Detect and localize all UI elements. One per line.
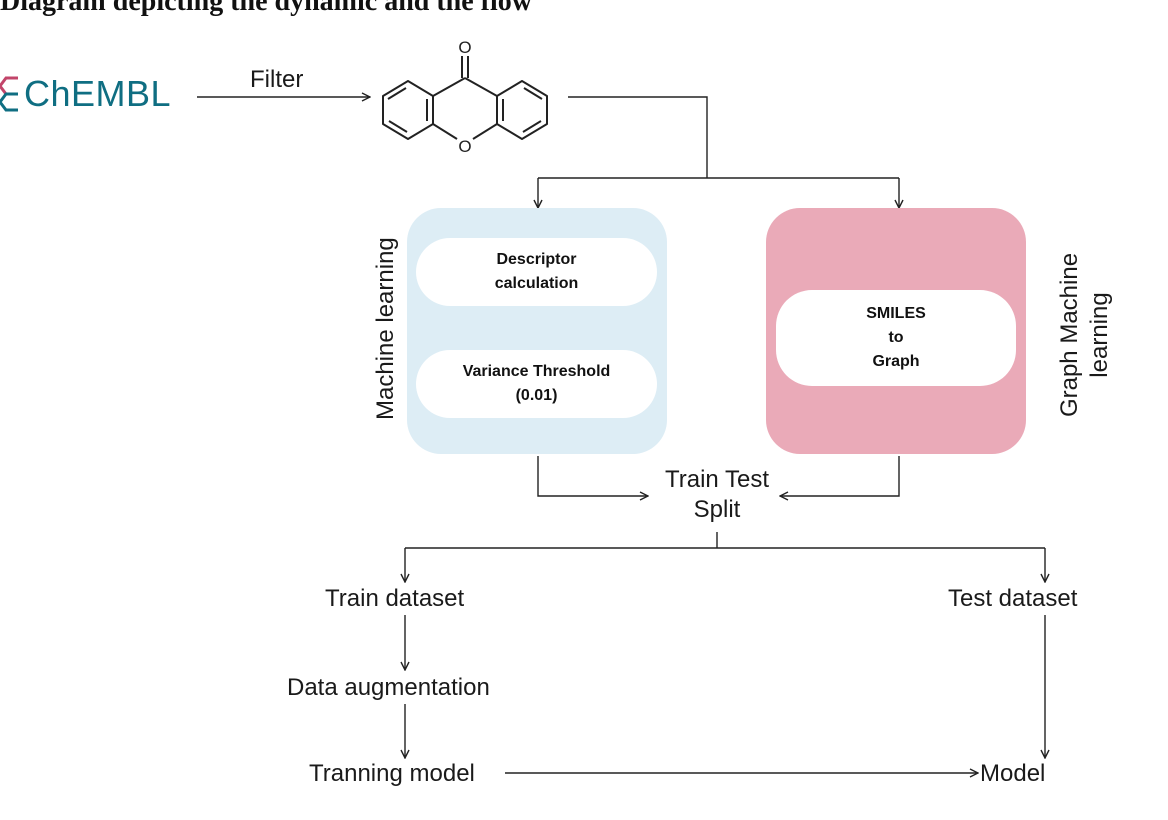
split-line1: Train Test <box>664 466 770 493</box>
smiles-to-graph-step: SMILES to Graph <box>776 290 1016 386</box>
train-test-split-label: Train Test Split <box>655 465 779 525</box>
data-augmentation-label: Data augmentation <box>287 674 490 701</box>
training-model-label: Tranning model <box>309 760 475 787</box>
ml-side-label: Machine learning <box>372 237 399 420</box>
train-dataset-label: Train dataset <box>325 585 465 612</box>
chembl-logo-icon <box>0 76 18 112</box>
chembl-logo: ChEMBL <box>0 64 171 124</box>
chembl-logo-text: ChEMBL <box>24 73 172 114</box>
arrow-gml-to-split <box>780 456 900 496</box>
gml-side-label: Graph Machine learning <box>1055 235 1115 435</box>
ml-panel: Descriptor calculation Variance Threshol… <box>407 208 667 454</box>
page-title: Diagram depicting the dynamic and the fl… <box>0 0 532 17</box>
descriptor-line1: Descriptor <box>496 251 577 268</box>
smiles-line2: to <box>888 329 904 346</box>
smiles-line1: SMILES <box>866 305 926 322</box>
split-line2: Split <box>693 496 741 523</box>
variance-threshold-step: Variance Threshold (0.01) <box>416 350 657 418</box>
line-molecule-branch <box>568 96 708 178</box>
molecule-top-oxygen: O <box>458 38 471 57</box>
gml-side-label-line1: Graph Machine <box>1056 252 1083 418</box>
smiles-line3: Graph <box>872 353 920 370</box>
gml-side-label-line2: learning <box>1086 292 1113 378</box>
arrow-ml-to-split <box>537 456 648 496</box>
descriptor-line2: calculation <box>494 275 579 292</box>
descriptor-calculation-step: Descriptor calculation <box>416 238 657 306</box>
model-label: Model <box>980 760 1046 787</box>
test-dataset-label: Test dataset <box>948 585 1078 612</box>
filter-label: Filter <box>250 66 304 93</box>
molecule-ring-oxygen: O <box>458 137 471 156</box>
gml-panel: SMILES to Graph <box>766 208 1026 454</box>
xanthone-molecule <box>382 56 548 140</box>
variance-line2: (0.01) <box>515 387 558 404</box>
variance-line1: Variance Threshold <box>462 363 611 380</box>
